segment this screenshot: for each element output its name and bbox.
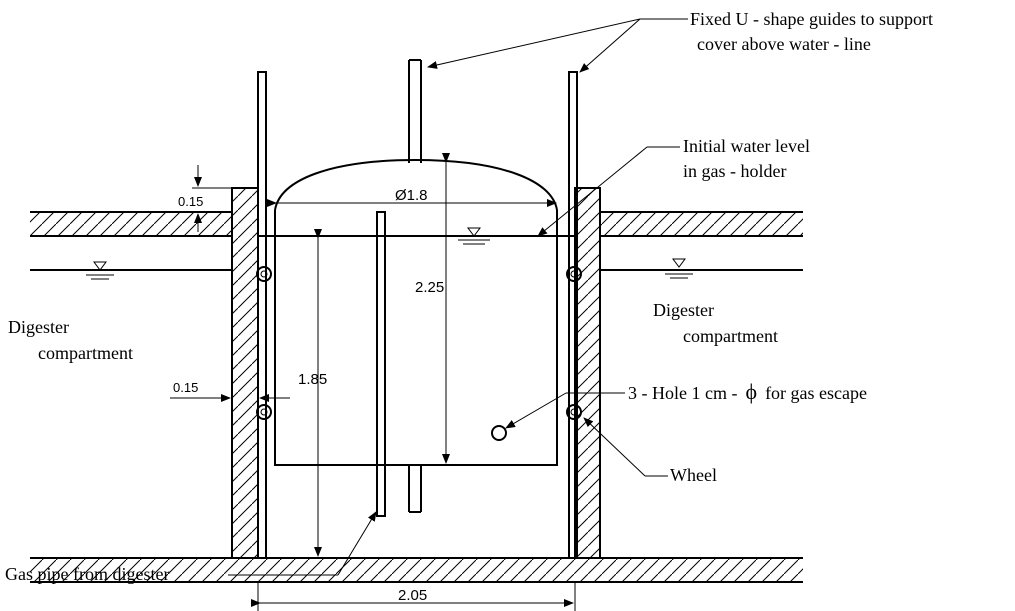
water-symbol-right	[665, 258, 693, 279]
leader-initial-water	[537, 146, 680, 237]
initial-water-label-line1: Initial water level	[683, 136, 810, 156]
dimension-wall-top: 0.15	[178, 165, 232, 232]
diameter-symbol: ϕ	[745, 379, 757, 404]
right-wall	[574, 187, 601, 558]
hole-label: 3 - Hole 1 cm - ϕ for gas escape	[628, 379, 867, 404]
tank-floor	[30, 557, 803, 583]
gas-pipe	[376, 211, 386, 517]
digester-right-label-line2: compartment	[683, 326, 778, 346]
dimension-water-depth: 1.85	[298, 229, 327, 557]
water-symbol-holder	[458, 227, 490, 245]
top-vent-pipe	[408, 59, 422, 163]
left-guide-rod	[257, 71, 267, 559]
wheel-left-lower	[256, 404, 272, 420]
digester-left-label-line2: compartment	[38, 343, 133, 363]
leader-gas-pipe	[228, 511, 377, 576]
initial-water-label-line2: in gas - holder	[683, 161, 786, 181]
guides-label-line2: cover above water - line	[697, 34, 871, 54]
dimension-wall-side: 0.15	[170, 380, 290, 402]
bottom-pipe-stub	[408, 465, 422, 513]
hole-label-prefix: 3 - Hole 1 cm -	[628, 383, 737, 403]
leader-guides	[427, 18, 688, 73]
gas-pipe-label: Gas pipe from digester	[5, 564, 169, 584]
dimension-holder-height: 2.25	[415, 153, 450, 464]
wheel-right-upper	[566, 266, 582, 282]
wall-side-thickness-label: 0.15	[173, 380, 198, 395]
wheel-label: Wheel	[670, 465, 717, 485]
diameter-label: Ø1.8	[395, 187, 428, 204]
wheel-right-lower	[566, 404, 582, 420]
gas-escape-hole	[491, 425, 507, 441]
leader-hole	[505, 392, 625, 429]
ground-right-hatch	[600, 211, 803, 237]
left-wall	[231, 187, 259, 558]
water-symbol-left	[86, 261, 114, 280]
tank-width-label: 2.05	[398, 587, 427, 604]
guides-label-line1: Fixed U - shape guides to support	[690, 9, 933, 29]
hole-label-suffix: for gas escape	[765, 383, 867, 403]
digester-right-label-line1: Digester	[653, 300, 714, 320]
gas-holder-drum	[274, 158, 558, 466]
dimension-tank-width: 2.05	[251, 582, 576, 611]
wall-top-thickness-label: 0.15	[178, 194, 203, 209]
ground-left-hatch	[30, 211, 232, 237]
leader-wheel	[583, 417, 668, 477]
right-guide-rod	[568, 71, 578, 559]
holder-height-label: 2.25	[415, 279, 444, 296]
wheel-left-upper	[256, 266, 272, 282]
water-depth-label: 1.85	[298, 371, 327, 388]
digester-left-label-line1: Digester	[8, 317, 69, 337]
dimension-diameter: Ø1.8	[267, 187, 557, 207]
